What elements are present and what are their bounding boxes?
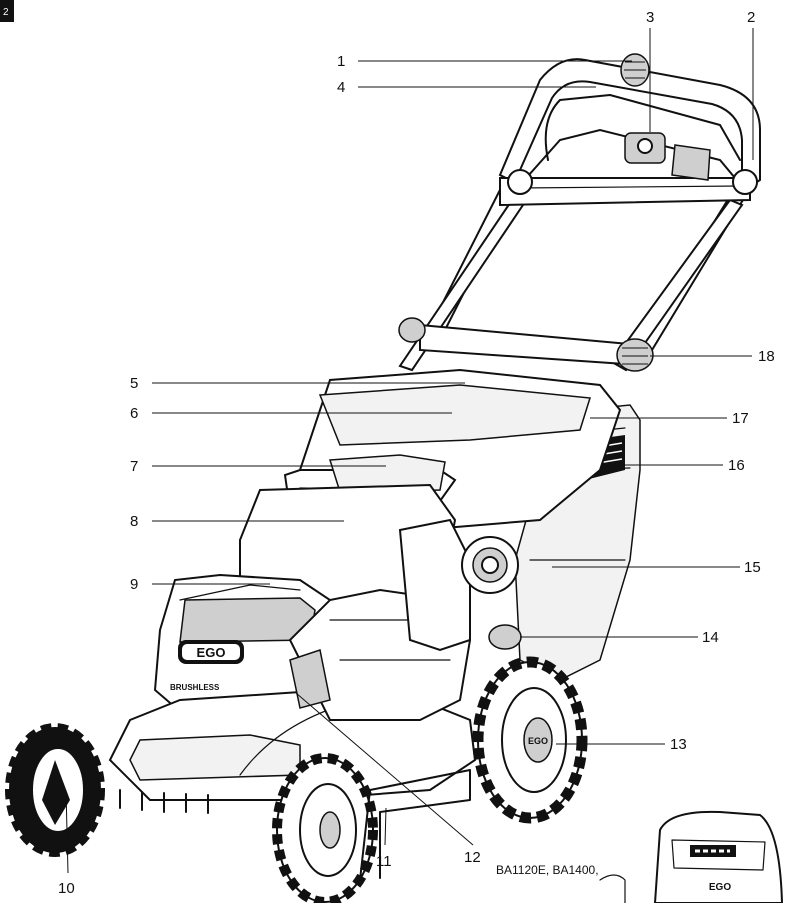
charger-thumbnail: EGO [653, 810, 784, 903]
mower-deck: EGO BRUSHLESS [108, 368, 622, 814]
callout-leaders [65, 28, 754, 874]
callout-numbers: 1 2 3 4 5 6 7 8 9 10 11 12 13 14 15 16 1… [58, 9, 775, 897]
callout-10: 10 [58, 880, 75, 897]
callout-11: 11 [376, 853, 392, 870]
callout-5: 5 [130, 375, 138, 392]
rear-right-wheel: EGO [472, 656, 588, 824]
callout-7: 7 [130, 458, 138, 475]
callout-8: 8 [130, 513, 138, 530]
battery-pack [153, 573, 337, 721]
brushless-badge: BRUSHLESS [170, 683, 220, 692]
callout-4: 4 [337, 79, 345, 96]
callout-14: 14 [702, 629, 719, 646]
front-left-wheel [5, 723, 105, 857]
callout-12: 12 [464, 849, 481, 866]
start-button [624, 132, 666, 164]
callout-1: 1 [337, 53, 345, 70]
headlight [289, 649, 331, 709]
callout-6: 6 [130, 405, 138, 422]
callout-15: 15 [744, 559, 761, 576]
logo-text: EGO [197, 645, 226, 660]
handle-assembly [398, 53, 761, 372]
callout-13: 13 [670, 736, 687, 753]
page-marker-tab [0, 0, 14, 22]
callout-9: 9 [130, 576, 138, 593]
model-caption: BA1120E, BA1400, [496, 863, 599, 877]
handle-grip [620, 53, 650, 87]
safety-bail [544, 94, 741, 161]
ego-logo: EGO [178, 640, 244, 664]
callout-16: 16 [728, 457, 745, 474]
front-guard [119, 789, 209, 814]
callout-2: 2 [747, 9, 755, 26]
front-right-wheel [272, 753, 378, 903]
handle-lock-knob [616, 338, 654, 372]
page-marker: 2 [3, 7, 9, 18]
charger-logo: EGO [709, 882, 731, 893]
safety-key-housing [671, 144, 711, 181]
height-adjust-knob [461, 536, 519, 594]
callout-17: 17 [732, 410, 749, 427]
rear-hub-logo: EGO [528, 736, 548, 746]
callout-3: 3 [646, 9, 654, 26]
callout-18: 18 [758, 348, 775, 365]
